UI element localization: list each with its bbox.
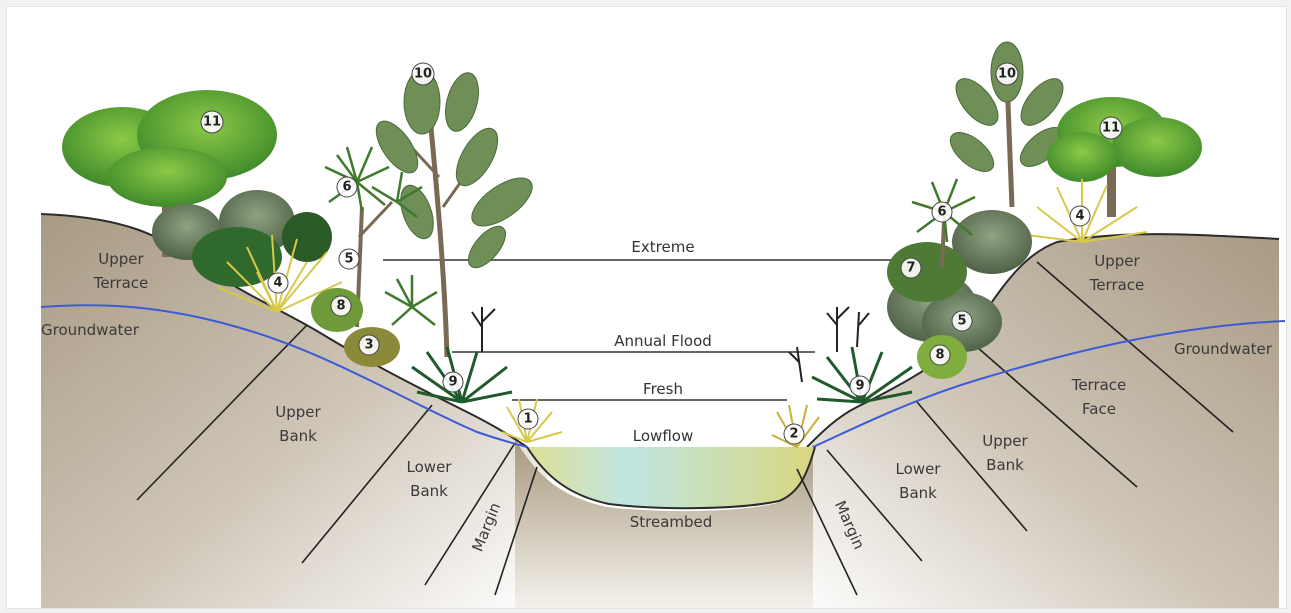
right-bank-soil — [787, 234, 1279, 608]
plant-marker: 9 — [850, 376, 870, 396]
leaf-10-7 — [462, 220, 513, 274]
leaf-10r-4 — [944, 125, 1001, 178]
svg-text:11: 11 — [203, 115, 221, 130]
upper-terrace-left-label-2: Terrace — [93, 274, 149, 292]
plant-marker: 7 — [901, 258, 921, 278]
svg-text:5: 5 — [957, 314, 966, 329]
annual-flood-level-label: Annual Flood — [614, 332, 712, 350]
svg-text:10: 10 — [998, 67, 1016, 82]
lower-bank-right-label-2: Bank — [899, 484, 937, 502]
upper-bank-left-label-2: Bank — [279, 427, 317, 445]
upper-bank-right-label-1: Upper — [982, 432, 1028, 450]
flax-9-left — [412, 347, 512, 402]
dark-shrub-left — [192, 227, 282, 287]
tree-canopy-11b-right — [1112, 117, 1202, 177]
plant-marker: 10 — [412, 63, 434, 85]
svg-text:5: 5 — [344, 252, 353, 267]
svg-text:9: 9 — [448, 375, 457, 390]
flax-flower-stalk-left — [472, 307, 495, 352]
svg-text:2: 2 — [789, 427, 798, 442]
leaf-10-2 — [440, 69, 485, 135]
riparian-cross-section-diagram: 11 10 6 5 4 8 3 9 1 10 11 6 4 7 5 8 9 2 … — [7, 7, 1286, 608]
leaf-10-4 — [448, 122, 506, 192]
plant-marker: 1 — [518, 409, 538, 429]
svg-text:3: 3 — [364, 338, 373, 353]
upper-bank-right-label-2: Bank — [986, 456, 1024, 474]
cabbage-head-lower-left — [385, 275, 437, 325]
svg-text:7: 7 — [906, 261, 915, 276]
plant-marker: 11 — [201, 111, 223, 133]
plant-marker: 4 — [268, 273, 288, 293]
terrace-face-right-label-2: Face — [1082, 400, 1116, 418]
svg-text:6: 6 — [342, 180, 351, 195]
plant-marker: 6 — [932, 202, 952, 222]
plant-marker: 9 — [443, 372, 463, 392]
flax-flower-stalk-right — [827, 307, 869, 352]
svg-text:8: 8 — [336, 299, 345, 314]
lower-bank-left-label-2: Bank — [410, 482, 448, 500]
svg-text:4: 4 — [273, 276, 282, 291]
svg-text:1: 1 — [523, 412, 532, 427]
upper-terrace-right-label-1: Upper — [1094, 252, 1140, 270]
svg-text:10: 10 — [414, 67, 432, 82]
plant-marker: 5 — [339, 249, 359, 269]
extreme-level-label: Extreme — [631, 238, 694, 256]
terrace-face-right-label-1: Terrace — [1071, 376, 1127, 394]
svg-text:9: 9 — [855, 379, 864, 394]
lower-bank-left-label-1: Lower — [407, 458, 453, 476]
cabbage-trunk-6-right — [942, 222, 944, 267]
plant-marker: 8 — [930, 345, 950, 365]
plant-marker: 3 — [359, 335, 379, 355]
groundwater-right-label: Groundwater — [1174, 340, 1273, 358]
streambed-label: Streambed — [630, 513, 713, 531]
plant-marker: 11 — [1100, 117, 1122, 139]
svg-text:4: 4 — [1075, 209, 1084, 224]
tree-canopy-11c-left — [107, 147, 227, 207]
plant-marker: 8 — [331, 296, 351, 316]
svg-text:8: 8 — [935, 348, 944, 363]
upper-terrace-left-label-1: Upper — [98, 250, 144, 268]
svg-text:11: 11 — [1102, 121, 1120, 136]
shrub-7-right — [887, 242, 967, 302]
plant-marker: 6 — [337, 177, 357, 197]
plant-marker: 10 — [996, 63, 1018, 85]
plant-marker: 4 — [1070, 206, 1090, 226]
upper-terrace-right-label-2: Terrace — [1089, 276, 1145, 294]
diagram-frame: 11 10 6 5 4 8 3 9 1 10 11 6 4 7 5 8 9 2 … — [6, 6, 1287, 609]
tree-canopy-11c-right — [1047, 132, 1117, 182]
groundwater-left-label: Groundwater — [41, 321, 140, 339]
upper-bank-left-label-1: Upper — [275, 403, 321, 421]
fresh-level-label: Fresh — [643, 380, 683, 398]
svg-text:6: 6 — [937, 205, 946, 220]
lower-bank-right-label-1: Lower — [896, 460, 942, 478]
lowflow-level-label: Lowflow — [633, 427, 693, 445]
plant-marker: 5 — [952, 311, 972, 331]
plant-marker: 2 — [784, 424, 804, 444]
